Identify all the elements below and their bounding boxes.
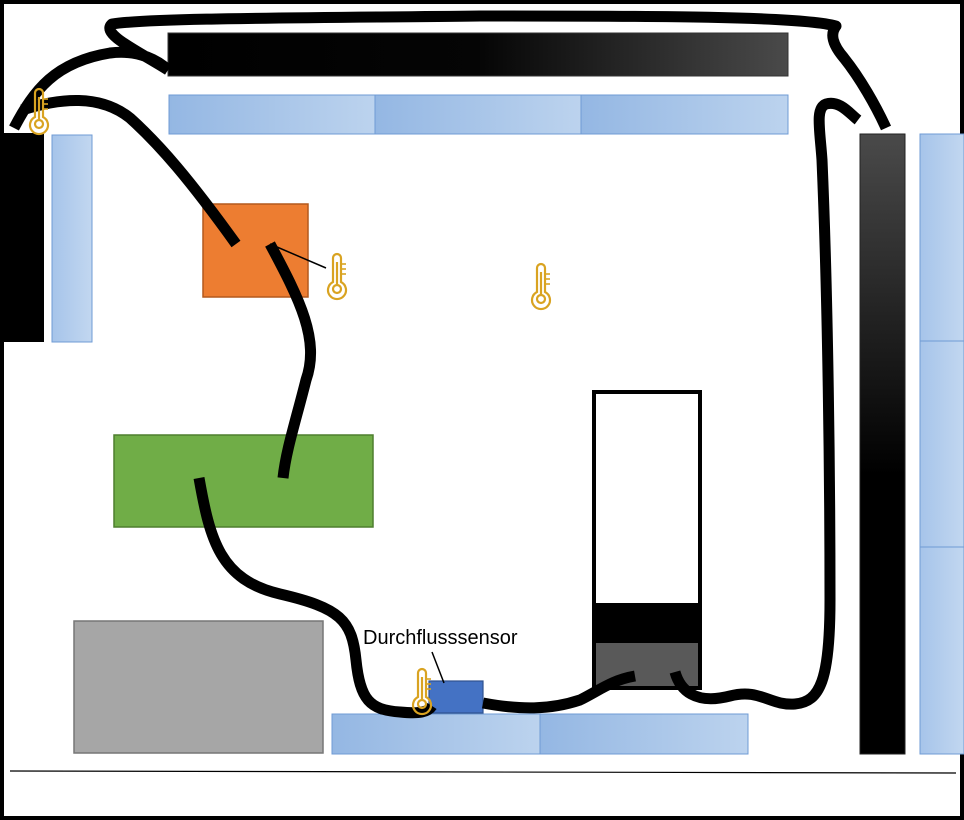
top-fan-2 xyxy=(374,94,582,135)
gpu-block xyxy=(113,434,374,528)
psu-block xyxy=(73,620,324,754)
tube-sensor-to-reservoir xyxy=(481,670,637,714)
front-fan-3 xyxy=(919,546,964,755)
bottom-fan-2 xyxy=(539,713,749,755)
tube-rear-to-frontrad xyxy=(9,10,892,131)
bottom-fan-1 xyxy=(331,713,541,755)
tubing xyxy=(9,10,892,719)
front-fan-2 xyxy=(919,340,964,548)
front-radiator xyxy=(859,133,906,755)
case-floor-line xyxy=(9,770,957,774)
cpu-thermometer-pointer xyxy=(269,243,327,269)
reservoir-liquid xyxy=(596,603,698,643)
top-fan-1 xyxy=(168,94,376,135)
tube-cpu-to-gpu xyxy=(265,241,317,479)
rear-fan xyxy=(51,134,93,343)
tube-rear-to-cpu xyxy=(20,94,241,248)
top-fan-3 xyxy=(580,94,789,135)
flow-sensor xyxy=(428,680,484,714)
front-fan-1 xyxy=(919,133,964,342)
tube-gpu-to-sensor xyxy=(193,477,437,719)
rear-radiator xyxy=(4,133,44,342)
flow-sensor-label: Durchflusssensor xyxy=(363,627,518,649)
tube-reservoir-to-frontrad xyxy=(669,97,862,710)
flow-sensor-pointer xyxy=(431,651,445,684)
top-radiator xyxy=(167,32,789,77)
